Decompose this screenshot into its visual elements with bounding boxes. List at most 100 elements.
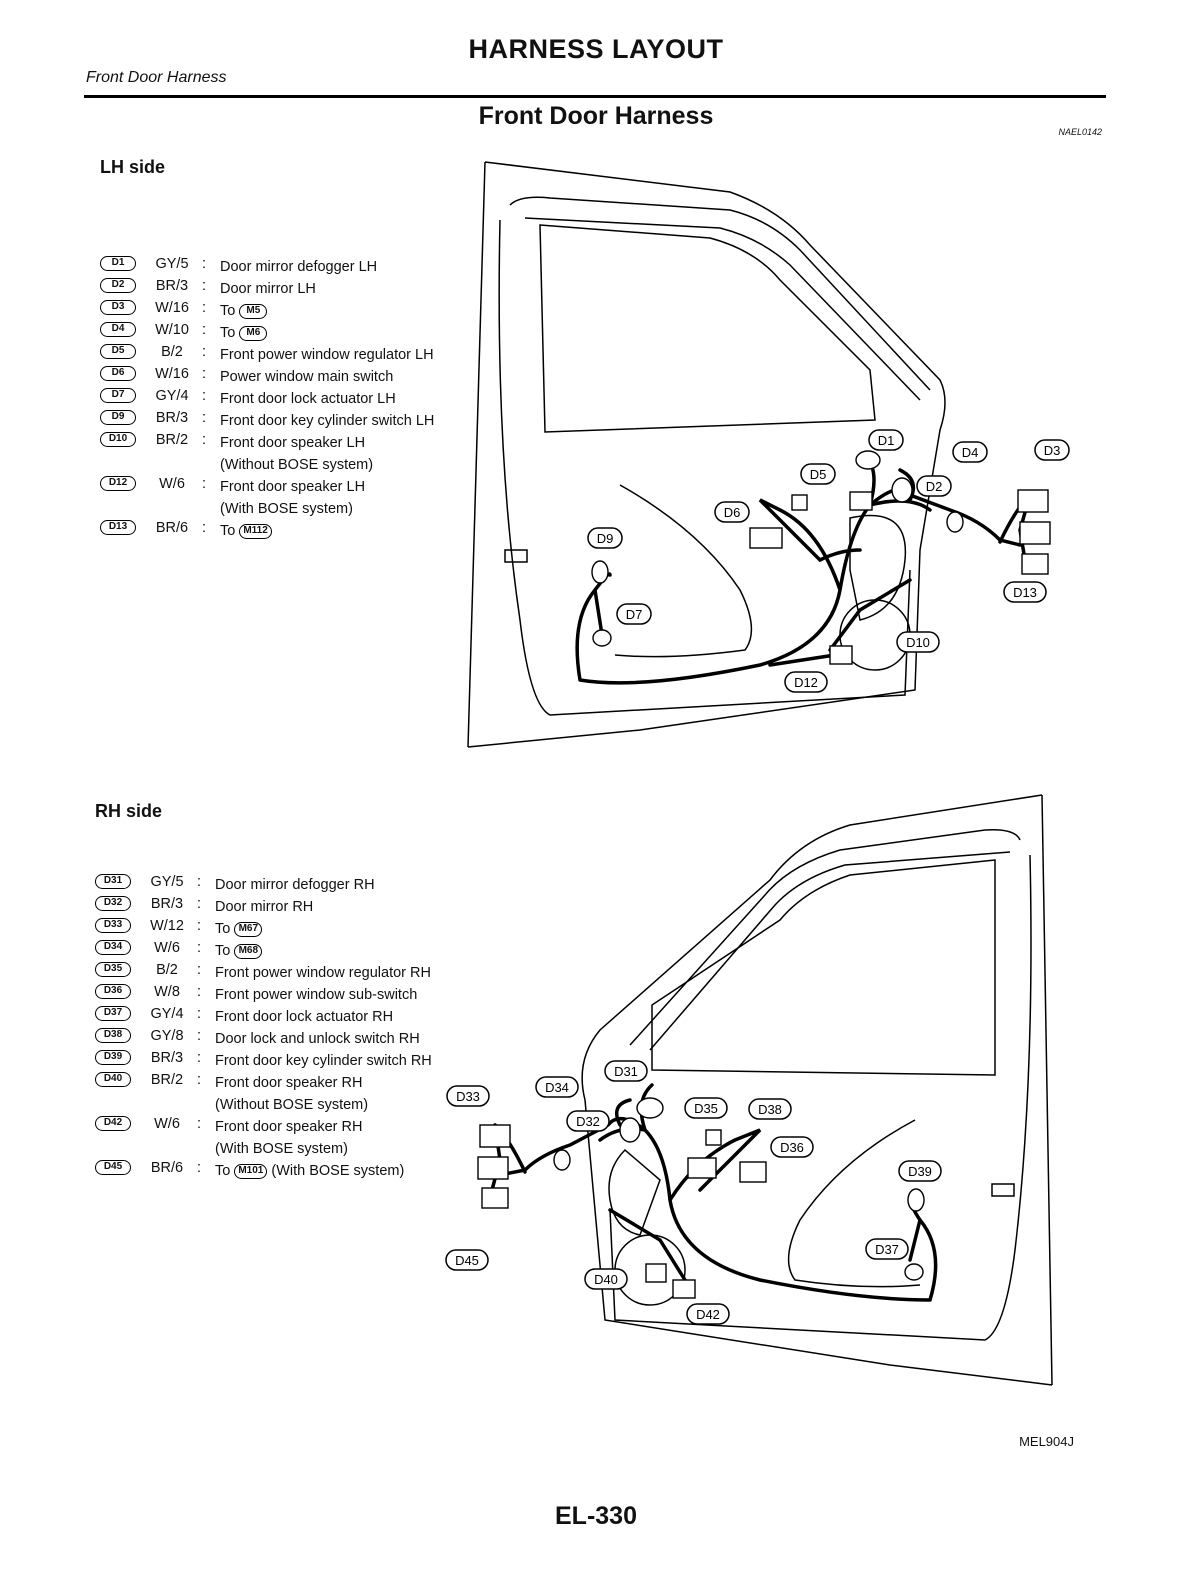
description-note: (Without BOSE system) — [215, 1097, 369, 1113]
wire-code: W/16 — [155, 300, 189, 316]
separator: : — [197, 962, 202, 978]
rh-lock-actuator — [904, 1263, 924, 1281]
wire-code: GY/4 — [155, 388, 189, 404]
callout-label: D42 — [696, 1307, 720, 1322]
callout-label: D4 — [962, 445, 979, 460]
lh-connector-body — [749, 527, 783, 549]
lh-window-frame-inner — [524, 217, 921, 401]
callout-d5: D5 — [800, 463, 836, 485]
rh-connector-body — [739, 1161, 767, 1183]
wire-code: W/12 — [150, 918, 184, 934]
connector-description: Door lock and unlock switch RH — [215, 1028, 420, 1050]
callout-label: D34 — [545, 1080, 569, 1095]
rh-window-opening — [651, 859, 996, 1076]
callout-bubble — [587, 527, 623, 549]
callout-d12: D12 — [784, 671, 828, 693]
wire-code: BR/6 — [155, 520, 189, 536]
callout-label: D7 — [626, 607, 643, 622]
separator: : — [202, 520, 207, 536]
description-text: Front door speaker LH — [220, 479, 366, 495]
lh-door-edge — [467, 161, 486, 748]
connector-description: Door mirror defogger LH — [220, 256, 377, 278]
wire-code: B/2 — [161, 344, 183, 360]
wire-code: W/10 — [155, 322, 189, 338]
callout-label: D13 — [1013, 585, 1037, 600]
wire-code: BR/2 — [150, 1072, 184, 1088]
connector-badge: D35 — [95, 962, 131, 977]
connector-badge: D10 — [100, 432, 136, 447]
separator: : — [197, 1006, 202, 1022]
description-text: To — [220, 303, 236, 319]
callout-label: D39 — [908, 1164, 932, 1179]
separator: : — [197, 896, 202, 912]
lh-side-heading: LH side — [100, 157, 166, 177]
callout-bubble — [445, 1249, 489, 1271]
callout-d37: D37 — [865, 1238, 909, 1260]
figure-code: MEL904J — [1019, 1434, 1074, 1449]
connector-badge: D9 — [100, 410, 136, 425]
rh-connector-body — [687, 1157, 717, 1179]
connector-description: Front door lock actuator LH — [220, 388, 396, 410]
description-text: Front door key cylinder switch LH — [220, 413, 435, 429]
description-text: To — [220, 325, 236, 341]
connector-badge: D34 — [95, 940, 131, 955]
callout-bubble — [714, 501, 750, 523]
lh-connector-body — [1021, 553, 1049, 575]
separator: : — [197, 1050, 202, 1066]
connector-description: Door mirror RH — [215, 896, 313, 918]
description-text: To — [215, 1163, 231, 1179]
running-header: Front Door Harness — [86, 69, 227, 86]
wire-code: GY/8 — [150, 1028, 184, 1044]
rh-connector-body — [477, 1156, 509, 1180]
connector-badge: D39 — [95, 1050, 131, 1065]
callout-d32: D32 — [566, 1110, 610, 1132]
separator: : — [202, 388, 207, 404]
lh-connector-body — [1019, 521, 1051, 545]
lh-mirror-connector — [855, 450, 881, 470]
separator: : — [197, 1028, 202, 1044]
callout-d38: D38 — [748, 1098, 792, 1120]
connector-description: Front door key cylinder switch LH — [220, 410, 434, 432]
description-text: Power window main switch — [220, 369, 394, 385]
description-text: Front door lock actuator LH — [220, 391, 396, 407]
rh-window-frame-outer — [629, 828, 1021, 1046]
connector-description: Front door speaker LH(With BOSE system) — [220, 476, 365, 520]
separator: : — [197, 1160, 202, 1176]
callout-bubble — [535, 1076, 579, 1098]
callout-label: D1 — [878, 433, 895, 448]
connector-description: Front door speaker RH(With BOSE system) — [215, 1116, 362, 1160]
wire-code: BR/3 — [150, 896, 184, 912]
description-text: Front door lock actuator RH — [215, 1009, 394, 1025]
callout-bubble — [784, 671, 828, 693]
description-text: Door mirror defogger LH — [220, 259, 378, 275]
connector-ref-badge: M6 — [239, 325, 268, 341]
connector-badge: D38 — [95, 1028, 131, 1043]
callout-label: D40 — [594, 1272, 618, 1287]
connector-description: Front door speaker LH(Without BOSE syste… — [220, 432, 373, 476]
description-text: Front power window regulator LH — [220, 347, 434, 363]
connector-ref-badge: M101 — [234, 1163, 268, 1179]
description-note: (With BOSE system) — [215, 1141, 348, 1157]
separator: : — [202, 366, 207, 382]
callout-bubble — [1034, 439, 1070, 461]
connector-description: Front door key cylinder switch RH — [215, 1050, 432, 1072]
lh-door-outline — [467, 161, 946, 748]
callout-bubble — [446, 1085, 490, 1107]
callout-label: D12 — [794, 675, 818, 690]
wire-code: GY/5 — [150, 874, 184, 890]
callout-d40: D40 — [584, 1268, 628, 1290]
wire-code: W/8 — [154, 984, 180, 1000]
